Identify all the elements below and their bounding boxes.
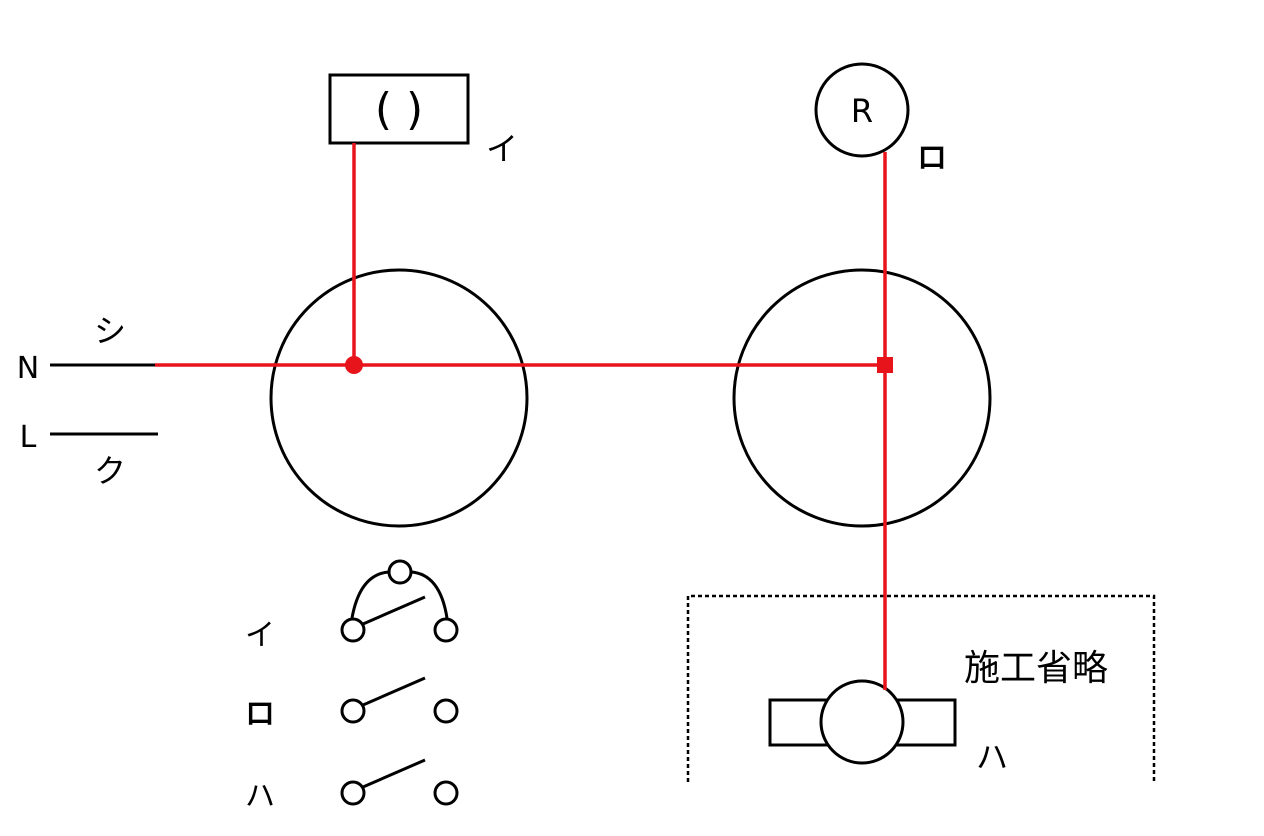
fixture-ha: ハ xyxy=(768,679,1008,776)
neutral-label: N xyxy=(17,351,39,386)
omitted-area: 施工省略 xyxy=(686,594,1156,782)
switch-ha: ハ xyxy=(245,758,459,814)
junction-dot xyxy=(345,356,363,374)
fixture-ro-label: ロ xyxy=(917,141,947,176)
switch-i: イ xyxy=(245,559,459,653)
switch-ro-left-terminal xyxy=(340,698,366,724)
switch-ro-label: ロ xyxy=(245,697,275,732)
junction-square xyxy=(877,357,893,373)
switch-ro: ロ xyxy=(245,676,459,732)
switch-i-right-terminal xyxy=(433,617,459,643)
junction-box-right xyxy=(732,268,992,528)
switch-i-label: イ xyxy=(245,618,275,653)
switch-ha-left-terminal xyxy=(340,780,366,806)
omitted-label: 施工省略 xyxy=(964,648,1108,689)
fixture-i-label: イ xyxy=(486,130,518,168)
fixture-ha-label: ハ xyxy=(976,738,1008,776)
fixture-i: ( ) イ xyxy=(328,73,518,168)
fixture-ro-symbol: R xyxy=(851,92,873,130)
switch-ro-right-terminal xyxy=(433,698,459,724)
switch-i-left-terminal xyxy=(340,617,366,643)
red-wiring xyxy=(155,143,893,690)
power-source: N シ L ク xyxy=(17,312,158,490)
line-label: L xyxy=(20,420,37,455)
switch-ha-label: ハ xyxy=(245,779,275,814)
neutral-mark: シ xyxy=(94,312,126,350)
switch-i-blade xyxy=(362,595,426,626)
fixture-ha-circle xyxy=(819,679,905,765)
fixture-ro-circle xyxy=(814,62,910,158)
fixture-i-box xyxy=(328,73,470,145)
fixture-i-symbol: ( ) xyxy=(375,84,423,135)
switch-i-arc xyxy=(350,570,449,619)
line-mark: ク xyxy=(94,452,126,490)
fixture-ro: R ロ xyxy=(814,62,947,176)
omitted-area-border xyxy=(686,594,1156,782)
switch-ro-blade xyxy=(362,676,426,707)
switch-legend: イ ロ ハ xyxy=(245,559,459,814)
switch-ha-blade xyxy=(362,758,426,789)
switch-ha-right-terminal xyxy=(433,780,459,806)
junction-box-left xyxy=(269,268,529,528)
switch-i-top-terminal xyxy=(387,559,413,585)
